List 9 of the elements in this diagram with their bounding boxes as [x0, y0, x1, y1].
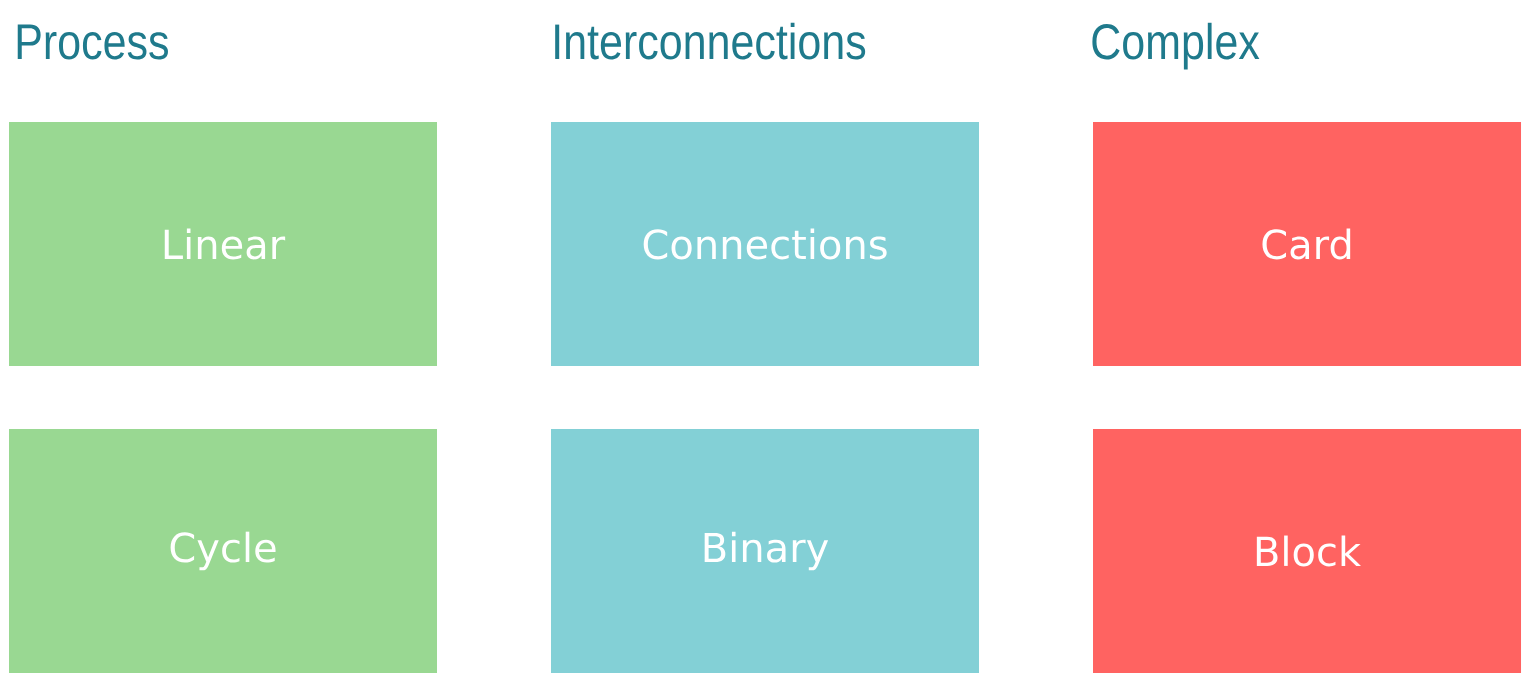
- category-box: Connections: [551, 122, 979, 366]
- category-box: Binary: [551, 429, 979, 673]
- category-box: Linear: [9, 122, 437, 366]
- column-heading: Complex: [1092, 22, 1260, 70]
- category-box: Card: [1093, 122, 1521, 366]
- column-heading: Process: [17, 24, 168, 60]
- column-heading: Interconnections: [555, 22, 866, 60]
- category-box: Block: [1093, 429, 1521, 673]
- category-box: Cycle: [9, 429, 437, 673]
